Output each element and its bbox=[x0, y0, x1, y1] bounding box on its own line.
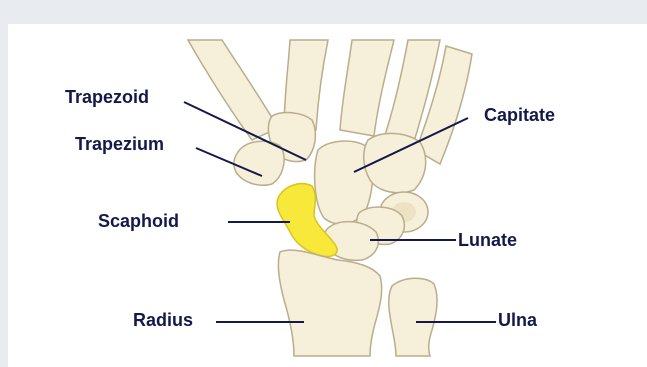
label-lunate: Lunate bbox=[458, 231, 517, 249]
label-ulna: Ulna bbox=[498, 311, 537, 329]
label-radius: Radius bbox=[133, 311, 193, 329]
label-trapezoid: Trapezoid bbox=[65, 88, 149, 106]
label-scaphoid: Scaphoid bbox=[98, 212, 179, 230]
metacarpal-3 bbox=[340, 40, 394, 136]
label-trapezium: Trapezium bbox=[75, 135, 164, 153]
radius-bone bbox=[278, 250, 381, 356]
ulna-bone bbox=[389, 278, 437, 356]
label-capitate: Capitate bbox=[484, 106, 555, 124]
trapezium-bone bbox=[234, 141, 284, 185]
